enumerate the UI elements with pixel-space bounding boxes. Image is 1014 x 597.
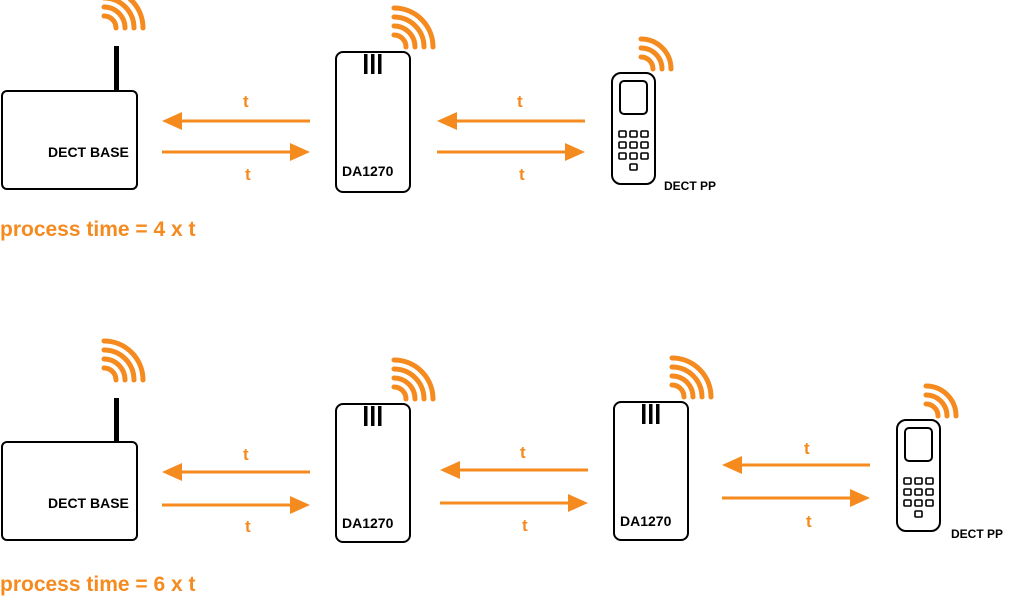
handset-icon bbox=[611, 72, 656, 185]
scenario-direct: DECT BASE t t bbox=[0, 0, 716, 241]
dect-base-station-icon bbox=[1, 46, 138, 190]
link-repeater-handset: t t bbox=[437, 92, 585, 184]
time-label: t bbox=[243, 92, 249, 111]
radio-signal-icon bbox=[923, 383, 959, 419]
arrow-right-icon bbox=[162, 143, 310, 161]
arrow-right-icon bbox=[437, 143, 585, 161]
repeater-device: DA1270 bbox=[613, 355, 714, 541]
device-label: DECT BASE bbox=[48, 495, 129, 511]
time-label: t bbox=[245, 517, 251, 536]
repeater-device: DA1270 bbox=[335, 357, 436, 543]
arrow-left-icon bbox=[162, 463, 310, 481]
device-label: DA1270 bbox=[342, 163, 394, 179]
device-label: DECT BASE bbox=[48, 144, 129, 160]
time-label: t bbox=[245, 165, 251, 184]
device-label: DECT PP bbox=[664, 179, 716, 193]
process-time-label: process time = 6 x t bbox=[0, 573, 196, 596]
link-repeater-repeater: t t bbox=[440, 443, 588, 535]
dect-base-device: DECT BASE bbox=[1, 0, 146, 190]
scenario-two-repeaters: DECT BASE t t bbox=[0, 338, 1003, 596]
handset-device: DECT PP bbox=[896, 383, 1003, 541]
arrow-left-icon bbox=[162, 112, 310, 130]
arrow-right-icon bbox=[722, 489, 870, 507]
time-label: t bbox=[520, 443, 526, 462]
arrow-left-icon bbox=[440, 461, 588, 479]
handset-device: DECT PP bbox=[611, 36, 716, 193]
arrow-right-icon bbox=[440, 494, 588, 512]
device-label: DECT PP bbox=[951, 527, 1003, 541]
time-label: t bbox=[522, 516, 528, 535]
time-label: t bbox=[806, 512, 812, 531]
device-label: DA1270 bbox=[620, 513, 672, 529]
repeater-icon bbox=[335, 51, 411, 193]
radio-signal-icon bbox=[391, 357, 436, 402]
radio-signal-icon bbox=[669, 355, 714, 400]
repeater-device: DA1270 bbox=[335, 5, 436, 193]
radio-signal-icon bbox=[101, 338, 146, 383]
radio-signal-icon bbox=[101, 0, 146, 31]
repeater-icon bbox=[335, 403, 411, 543]
arrow-left-icon bbox=[437, 112, 585, 130]
radio-signal-icon bbox=[391, 5, 436, 50]
arrow-left-icon bbox=[722, 456, 870, 474]
process-time-label: process time = 4 x t bbox=[0, 218, 196, 241]
link-repeater-handset: t t bbox=[722, 439, 870, 531]
link-base-repeater: t t bbox=[162, 92, 310, 184]
arrow-right-icon bbox=[162, 496, 310, 514]
dect-base-device: DECT BASE bbox=[1, 338, 146, 541]
radio-signal-icon bbox=[638, 36, 674, 72]
time-label: t bbox=[517, 92, 523, 111]
device-label: DA1270 bbox=[342, 515, 394, 531]
repeater-icon bbox=[613, 401, 689, 541]
time-label: t bbox=[519, 165, 525, 184]
handset-icon bbox=[896, 419, 941, 532]
time-label: t bbox=[804, 439, 810, 458]
link-base-repeater-1: t t bbox=[162, 445, 310, 536]
dect-base-station-icon bbox=[1, 398, 138, 541]
time-label: t bbox=[243, 445, 249, 464]
